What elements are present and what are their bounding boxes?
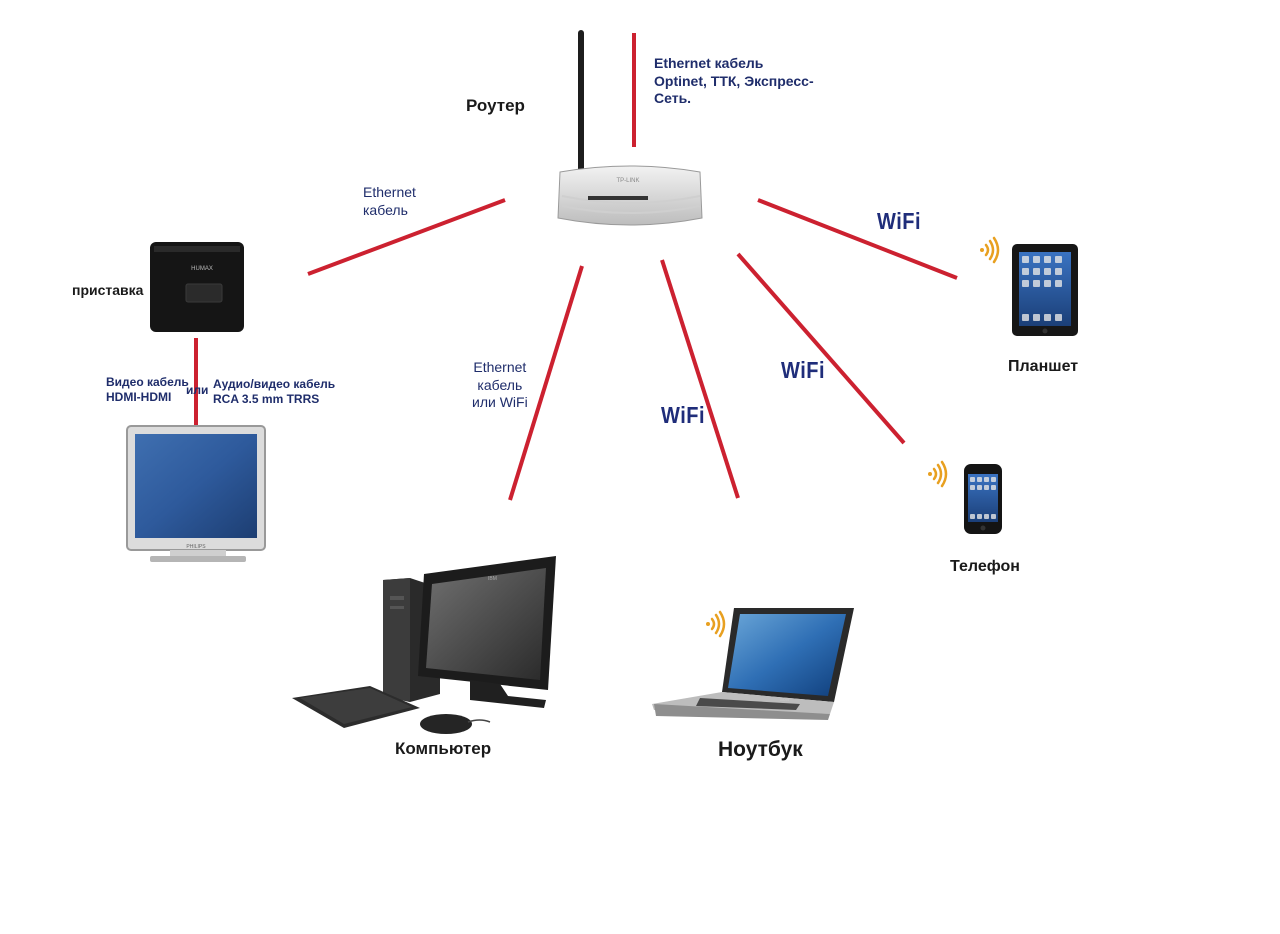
stb-label: приставка: [72, 282, 144, 298]
router-stb-line: [307, 198, 506, 276]
phone-device: [964, 464, 1002, 534]
tv-brand: PHILIPS: [186, 544, 206, 550]
laptop-device: acer: [652, 608, 854, 720]
eth-or-wifi-line-3: или WiFi: [472, 394, 528, 410]
router-laptop-line: [660, 259, 740, 499]
laptop-brand: acer: [780, 697, 790, 703]
video-cable-line-2: HDMI-HDMI: [106, 390, 172, 404]
router-device: TP-LINK: [557, 30, 703, 226]
tablet-device: [1012, 244, 1078, 336]
isp-cable-label: Ethernet кабель Optinet, ТТК, Экспресс- …: [654, 55, 814, 108]
stb-device: HUMAX: [150, 242, 244, 332]
connections: [194, 33, 958, 501]
router-phone-line: [736, 252, 906, 445]
isp-cable-line-3: Сеть.: [654, 90, 692, 106]
av-cable-label: Аудио/видео кабель RCA 3.5 mm TRRS: [213, 377, 335, 407]
or-label: или: [186, 383, 209, 397]
phone-wifi-signal-icon: [928, 460, 948, 488]
stb-brand: HUMAX: [191, 266, 213, 272]
eth-or-wifi-line-2: кабель: [477, 376, 523, 393]
video-cable-label: Видео кабель HDMI-HDMI: [106, 375, 189, 405]
isp-cable-line-2: Optinet, ТТК, Экспресс-: [654, 72, 814, 89]
tv-device: PHILIPS: [126, 425, 266, 562]
monitor-brand: IBM: [488, 576, 497, 582]
computer-device: IBM: [292, 556, 556, 734]
av-cable-line-1: Аудио/видео кабель: [213, 377, 336, 391]
tablet-wifi-signal-icon: [980, 236, 1000, 264]
eth-or-wifi-label: Ethernet кабель или WiFi: [472, 359, 528, 412]
router-brand: TP-LINK: [616, 178, 639, 184]
eth-to-stb-line-2: кабель: [363, 201, 408, 218]
isp-cable-line-1: Ethernet кабель: [654, 55, 764, 71]
computer-label: Компьютер: [395, 739, 492, 758]
wifi-label-laptop: WiFi: [661, 403, 706, 429]
wifi-label-tablet: WiFi: [877, 209, 922, 235]
wifi-signal-icons: [706, 236, 1000, 638]
wifi-label-phone: WiFi: [781, 358, 826, 384]
router-computer-line: [508, 265, 584, 501]
eth-to-stb-line-1: Ethernet: [363, 184, 416, 200]
av-cable-line-2: RCA 3.5 mm TRRS: [213, 392, 320, 406]
video-cable-line-1: Видео кабель: [106, 375, 189, 389]
router-label: Роутер: [466, 96, 525, 115]
laptop-label: Ноутбук: [718, 738, 803, 761]
eth-to-stb-label: Ethernet кабель: [363, 184, 416, 219]
laptop-wifi-signal-icon: [706, 610, 726, 638]
mouse: [420, 714, 472, 734]
phone-label: Телефон: [950, 558, 1020, 575]
eth-or-wifi-line-1: Ethernet: [473, 359, 527, 375]
router-tablet-line: [757, 198, 958, 280]
router-antenna: [578, 30, 584, 172]
tablet-label: Планшет: [1008, 358, 1079, 375]
